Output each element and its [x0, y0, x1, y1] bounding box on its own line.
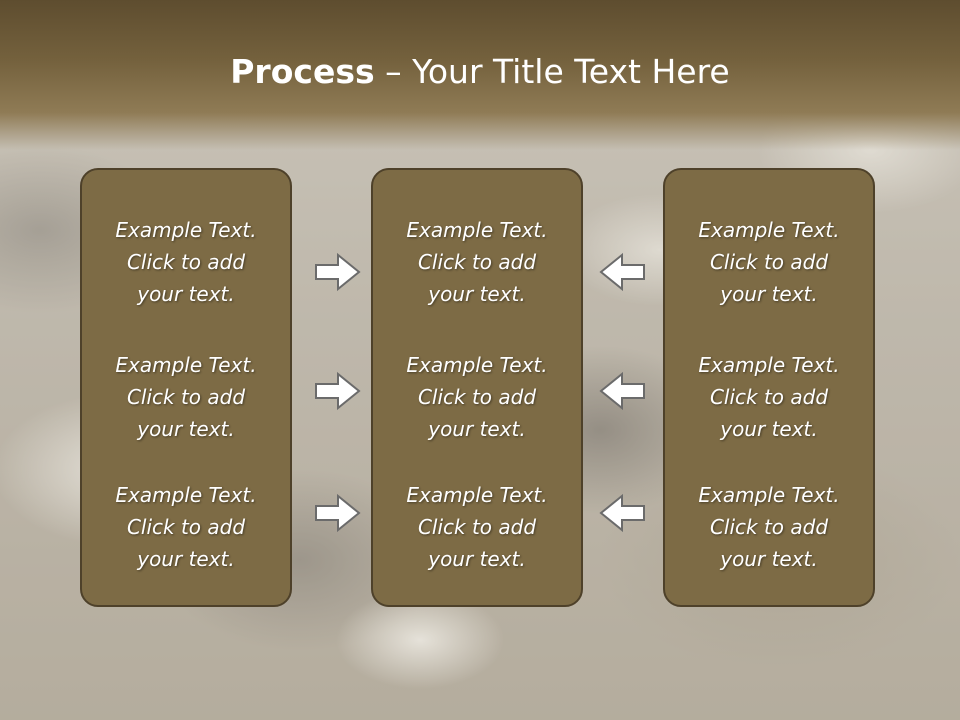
- text-placeholder[interactable]: Example Text. Click to add your text.: [82, 349, 290, 445]
- text-line: Example Text.: [406, 483, 548, 507]
- text-line: Example Text.: [698, 353, 840, 377]
- text-placeholder[interactable]: Example Text. Click to add your text.: [665, 349, 873, 445]
- text-line: Example Text.: [115, 218, 257, 242]
- left-arrow-icon: [599, 371, 645, 411]
- left-arrow-icon: [599, 493, 645, 533]
- text-placeholder[interactable]: Example Text. Click to add your text.: [665, 479, 873, 575]
- text-line: your text.: [428, 282, 526, 306]
- right-arrow-icon: [315, 252, 361, 292]
- text-placeholder[interactable]: Example Text. Click to add your text.: [373, 479, 581, 575]
- right-arrow-icon: [315, 493, 361, 533]
- text-line: Example Text.: [115, 353, 257, 377]
- text-line: your text.: [720, 547, 818, 571]
- text-placeholder[interactable]: Example Text. Click to add your text.: [82, 479, 290, 575]
- text-line: Click to add: [709, 515, 829, 539]
- text-line: Click to add: [709, 250, 829, 274]
- slide-title[interactable]: Process – Your Title Text Here: [0, 52, 960, 91]
- text-line: your text.: [137, 547, 235, 571]
- right-arrow-icon: [315, 371, 361, 411]
- text-line: your text.: [137, 417, 235, 441]
- left-arrow-icon: [599, 252, 645, 292]
- title-band: [0, 0, 960, 150]
- text-line: Example Text.: [406, 218, 548, 242]
- text-line: Example Text.: [406, 353, 548, 377]
- text-line: your text.: [428, 417, 526, 441]
- text-line: your text.: [720, 282, 818, 306]
- text-line: Example Text.: [698, 483, 840, 507]
- process-box-3[interactable]: Example Text. Click to add your text. Ex…: [663, 168, 875, 607]
- text-line: Example Text.: [698, 218, 840, 242]
- text-line: Click to add: [126, 515, 246, 539]
- process-box-2[interactable]: Example Text. Click to add your text. Ex…: [371, 168, 583, 607]
- title-rest-part: – Your Title Text Here: [374, 52, 730, 91]
- text-placeholder[interactable]: Example Text. Click to add your text.: [373, 349, 581, 445]
- text-line: your text.: [720, 417, 818, 441]
- text-line: Click to add: [126, 250, 246, 274]
- text-placeholder[interactable]: Example Text. Click to add your text.: [82, 214, 290, 310]
- text-line: Click to add: [417, 515, 537, 539]
- text-line: your text.: [137, 282, 235, 306]
- text-line: Click to add: [126, 385, 246, 409]
- text-line: your text.: [428, 547, 526, 571]
- title-bold-part: Process: [230, 52, 375, 91]
- text-line: Click to add: [417, 385, 537, 409]
- text-line: Click to add: [417, 250, 537, 274]
- text-line: Click to add: [709, 385, 829, 409]
- text-placeholder[interactable]: Example Text. Click to add your text.: [373, 214, 581, 310]
- text-placeholder[interactable]: Example Text. Click to add your text.: [665, 214, 873, 310]
- text-line: Example Text.: [115, 483, 257, 507]
- process-box-1[interactable]: Example Text. Click to add your text. Ex…: [80, 168, 292, 607]
